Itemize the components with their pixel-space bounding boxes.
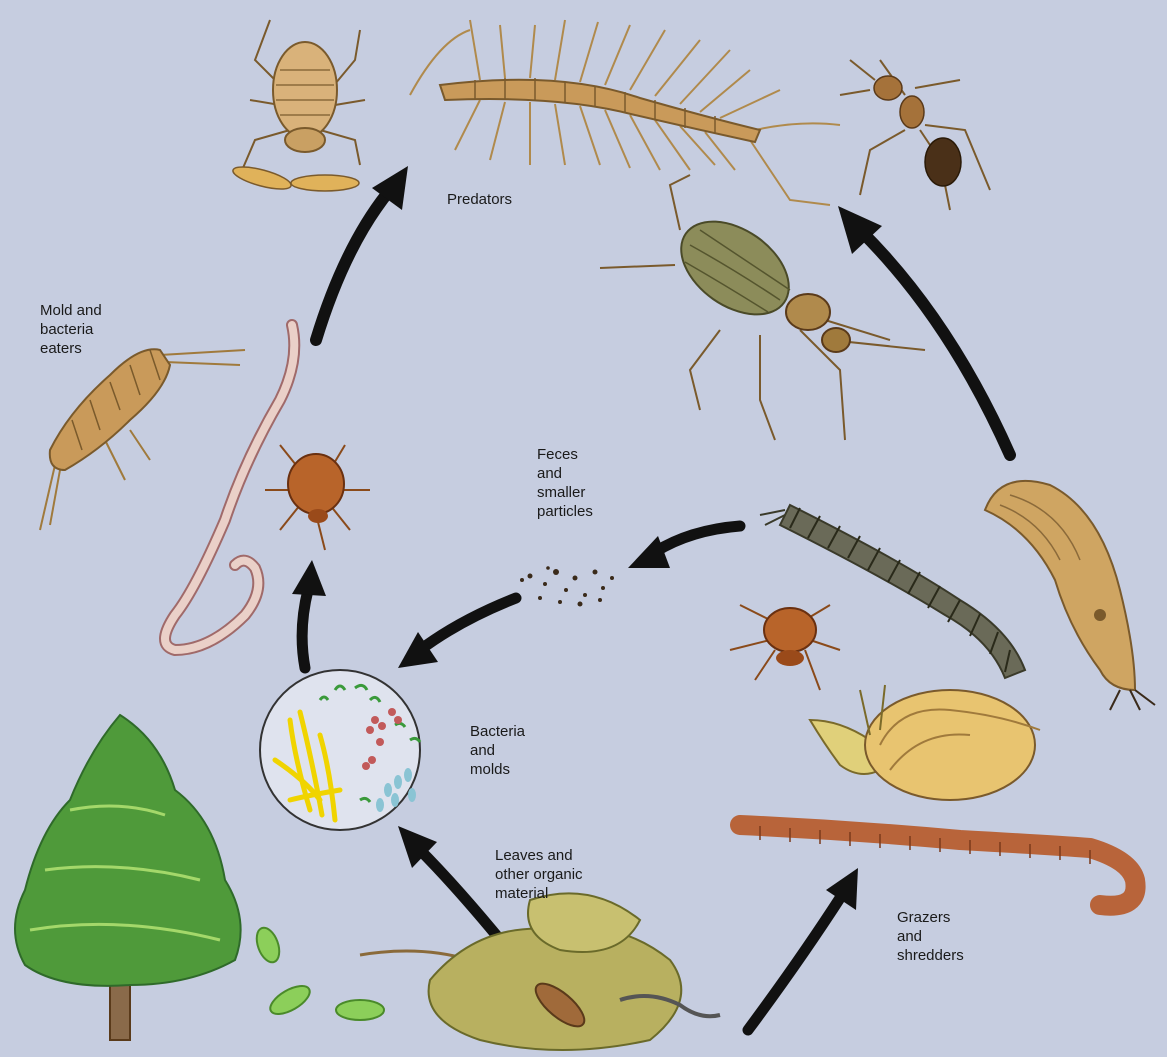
- arrow-grazers-to-feces: [628, 526, 740, 568]
- arrow-grazers-to-predators: [838, 206, 1010, 455]
- leaf-litter-illustration: [360, 893, 720, 1050]
- small-mite-illustration: [730, 605, 840, 690]
- falling-leaves-illustration: [252, 925, 384, 1020]
- millipede-illustration: [760, 505, 1025, 678]
- feces-particles: [520, 566, 614, 606]
- worm-illustration: [165, 325, 294, 650]
- arrow-bacteria-to-mold-eaters: [292, 560, 326, 668]
- centipede-illustration: [410, 20, 840, 205]
- ant-illustration: [840, 60, 990, 210]
- label-feces-particles: Feces and smaller particles: [537, 445, 593, 521]
- ground-beetle-illustration: [600, 175, 925, 440]
- label-leaves-organic-material: Leaves and other organic material: [495, 846, 583, 903]
- label-grazers-shredders: Grazers and shredders: [897, 908, 964, 965]
- label-bacteria-molds: Bacteria and molds: [470, 722, 525, 779]
- arrow-mold-eaters-to-predators: [316, 166, 408, 340]
- springtail-illustration: [40, 349, 245, 530]
- label-predators: Predators: [447, 190, 512, 209]
- mite-illustration: [265, 445, 370, 550]
- arrow-leaves-to-grazers: [748, 868, 858, 1030]
- arrow-feces-to-bacteria: [398, 598, 516, 668]
- label-mold-bacteria-eaters: Mold and bacteria eaters: [40, 301, 102, 358]
- bacteria-molds-circle: [260, 670, 420, 830]
- snail-illustration: [810, 685, 1040, 800]
- cycle-arrows: [292, 166, 1010, 1030]
- pseudoscorpion-illustration: [231, 20, 365, 193]
- tree-illustration: [15, 715, 241, 1040]
- earthworm-illustration: [740, 825, 1136, 906]
